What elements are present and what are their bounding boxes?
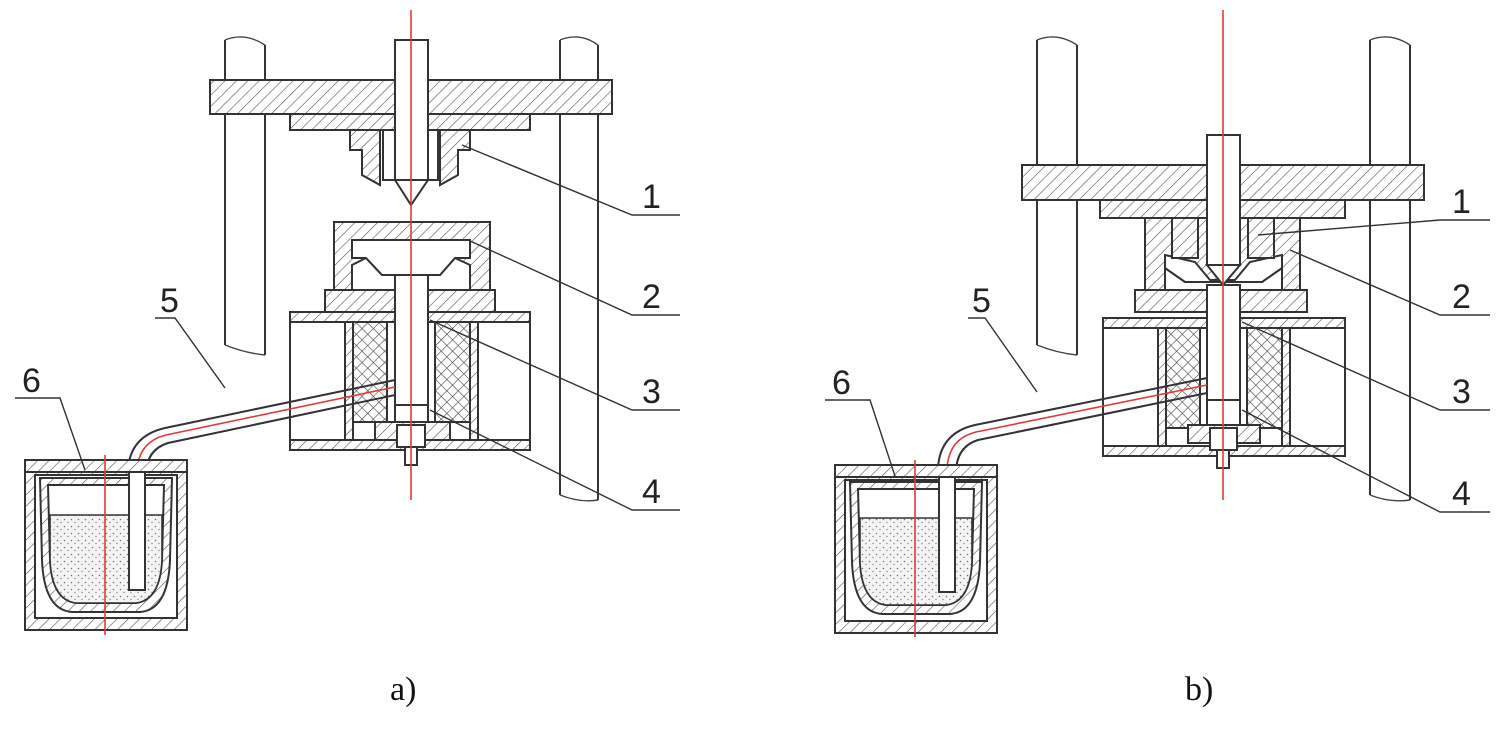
leader-4 <box>1241 409 1490 513</box>
callout-2: 2 <box>1452 278 1471 316</box>
panel-b: 1 2 3 4 5 6 b) <box>825 10 1490 708</box>
panel-a: 1 2 3 4 5 6 a) <box>15 10 680 708</box>
callout-5: 5 <box>972 282 991 320</box>
leader-6 <box>15 397 86 471</box>
leader-2 <box>467 239 680 316</box>
heater-sleeve-left <box>1164 327 1201 429</box>
caption-b: b) <box>1185 671 1213 708</box>
leader-2 <box>1289 249 1490 316</box>
container-wall-left <box>344 321 354 441</box>
leader-3 <box>429 319 680 411</box>
callout-5: 5 <box>160 282 179 320</box>
container-wall-right <box>469 321 479 441</box>
heater-sleeve-right <box>1246 327 1283 429</box>
callout-2: 2 <box>642 278 661 316</box>
leader-5 <box>968 317 1038 393</box>
guide-column-right <box>1369 36 1411 502</box>
crucible-furnace <box>834 464 998 634</box>
callout-1: 1 <box>1452 183 1471 221</box>
callout-4: 4 <box>642 473 661 511</box>
leader-3 <box>1241 321 1490 411</box>
container-wall-right <box>1281 327 1291 447</box>
crucible-furnace <box>24 459 188 631</box>
callout-3: 3 <box>1452 373 1471 411</box>
leader-5 <box>155 317 226 389</box>
caption-a: a) <box>390 671 416 708</box>
heater-sleeve-left <box>351 321 388 423</box>
heater-sleeve-right <box>434 321 471 423</box>
leader-1 <box>1257 219 1490 236</box>
callout-1: 1 <box>642 178 661 216</box>
leader-6 <box>825 399 896 477</box>
callout-6: 6 <box>832 364 851 402</box>
callout-4: 4 <box>1452 475 1471 513</box>
callout-3: 3 <box>642 373 661 411</box>
guide-column-right <box>559 36 599 502</box>
leader-4 <box>429 409 680 511</box>
leader-1 <box>461 144 680 216</box>
callout-6: 6 <box>22 362 41 400</box>
